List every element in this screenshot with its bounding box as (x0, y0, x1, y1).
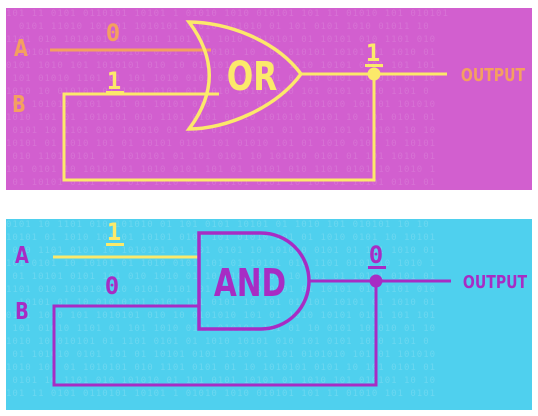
output-value-underline (365, 64, 383, 67)
output-value: 0 (369, 241, 383, 269)
input-a-value: 1 (107, 219, 121, 246)
input-b-value: 0 (105, 272, 119, 300)
input-b-value-underline (106, 91, 124, 94)
input-b-label: B (12, 91, 26, 118)
and-gate-panel: 0101 10 1101 010 101010 01 101 0101 1010… (6, 219, 532, 410)
input-b-label: B (15, 298, 29, 325)
output-label: OUTPUT (461, 64, 525, 85)
gate-label: AND (214, 261, 286, 306)
output-junction-dot (369, 274, 383, 288)
output-value: 1 (366, 39, 380, 67)
input-a-value: 0 (106, 19, 120, 47)
gate-label: OR (227, 54, 278, 100)
output-junction-dot (367, 67, 381, 81)
input-a-label: A (15, 242, 29, 269)
feedback-loop-wire (52, 282, 378, 387)
and-gate-symbol (197, 231, 311, 331)
output-value-underline (368, 266, 386, 269)
or-gate-panel: 101 11 0101 0110101 10101 1 01010 1010 0… (6, 8, 532, 190)
output-label: OUTPUT (463, 271, 527, 292)
input-a-value-underline (106, 243, 124, 246)
input-b-value: 1 (107, 67, 121, 95)
input-a-label: A (14, 35, 28, 62)
or-gate-symbol (185, 20, 304, 131)
